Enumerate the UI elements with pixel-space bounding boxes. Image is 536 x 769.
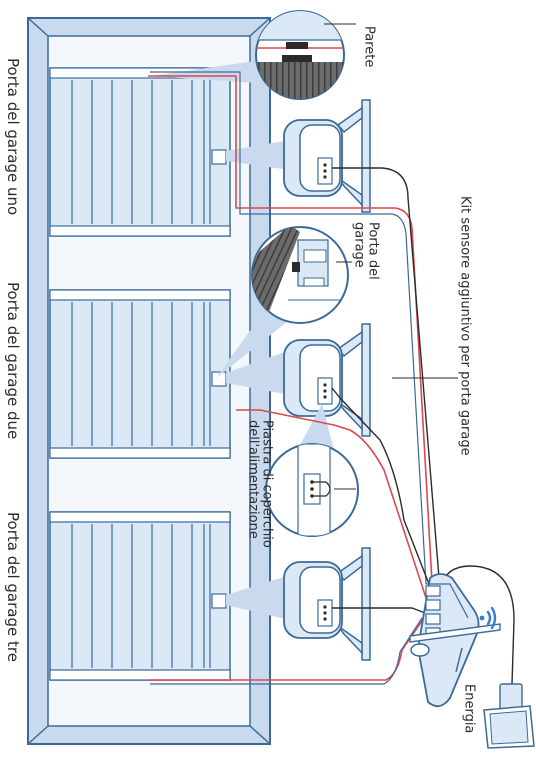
door-one-label: Porta del garage uno: [3, 58, 22, 216]
wires: [148, 71, 515, 685]
garage-opener-three: [283, 561, 343, 639]
power-adapter-icon: [483, 683, 535, 749]
cover-plate-callout: [265, 404, 359, 537]
cover-plate-label: Piastra di coperchio dell'alimentazione: [245, 420, 275, 548]
antenna-icon: [409, 623, 501, 643]
wall-detail-callout: [150, 10, 356, 100]
garage-opener-one: [283, 119, 343, 197]
door-detail-label: Porta del garage: [351, 222, 381, 280]
wifi-icon: [479, 606, 497, 630]
garage-opener-two: [283, 339, 343, 417]
garage-door-two: [49, 289, 231, 459]
kit-label: Kit sensore aggiuntivo per porta garage: [457, 196, 473, 456]
wall-label: Parete: [361, 26, 377, 68]
ceiling-rails: [336, 99, 371, 661]
door-two-label: Porta del garage due: [3, 282, 22, 440]
power-label: Energia: [461, 684, 477, 734]
door-detail-callout: [216, 226, 352, 378]
opener-beams: [226, 140, 290, 620]
garage-door-three: [49, 511, 231, 681]
sensor-hub: [410, 573, 480, 708]
garage-door-one: [49, 67, 231, 237]
door-three-label: Porta del garage tre: [3, 512, 22, 662]
